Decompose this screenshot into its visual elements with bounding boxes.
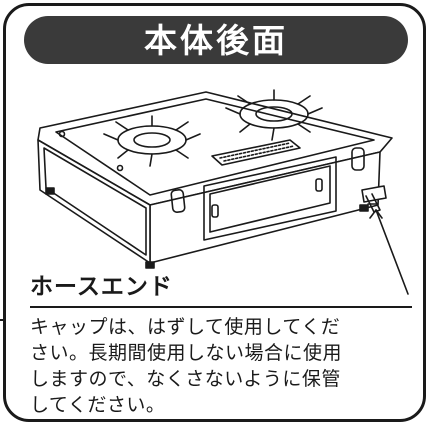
hose-end-fitting <box>361 185 387 213</box>
stove-top-rim <box>55 98 375 196</box>
description-line: してください。 <box>30 394 166 416</box>
foot <box>45 187 55 195</box>
description-line: さい。長期間使用しない場合に使用 <box>30 342 343 364</box>
right-side-slot <box>351 147 365 171</box>
grill-drawer <box>203 156 337 241</box>
page-title: 本体後面 <box>144 20 288 60</box>
callout-leader <box>375 209 409 295</box>
grill-vent <box>211 139 301 166</box>
hose-end-label: ホースエンド <box>30 274 173 300</box>
description-line: キャップは、はずして使用してくだ <box>30 316 341 338</box>
right-burner <box>225 89 323 141</box>
callout-underline <box>30 306 412 308</box>
left-burner <box>103 115 201 167</box>
drawer-handle <box>211 204 219 218</box>
description-line: しますので、なくさないように保管 <box>30 368 341 390</box>
left-side-slot <box>170 189 186 213</box>
hose-end-description: キャップは、はずして使用してくだ さい。長期間使用しない場合に使用 しますので、… <box>30 314 414 418</box>
title-banner: 本体後面 <box>24 16 408 64</box>
margin-tick <box>0 319 6 321</box>
